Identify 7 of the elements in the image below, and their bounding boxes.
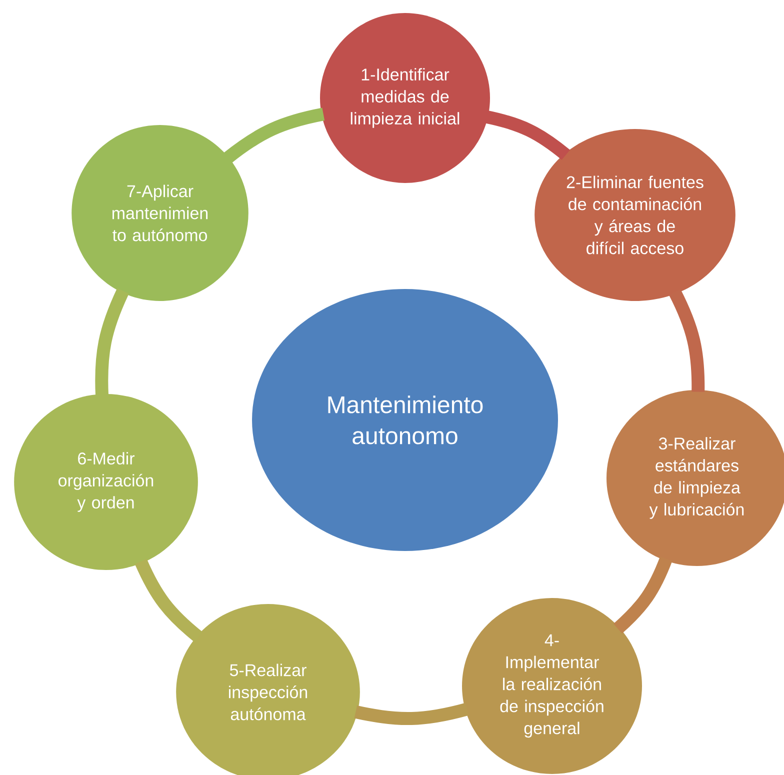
arc-connector	[134, 558, 203, 642]
arc-connector	[668, 289, 705, 392]
arc-connector	[484, 110, 570, 160]
arc-connector	[354, 702, 469, 725]
arc-connector	[613, 556, 672, 634]
arc-connector	[223, 108, 325, 164]
arc-connector	[95, 288, 129, 396]
